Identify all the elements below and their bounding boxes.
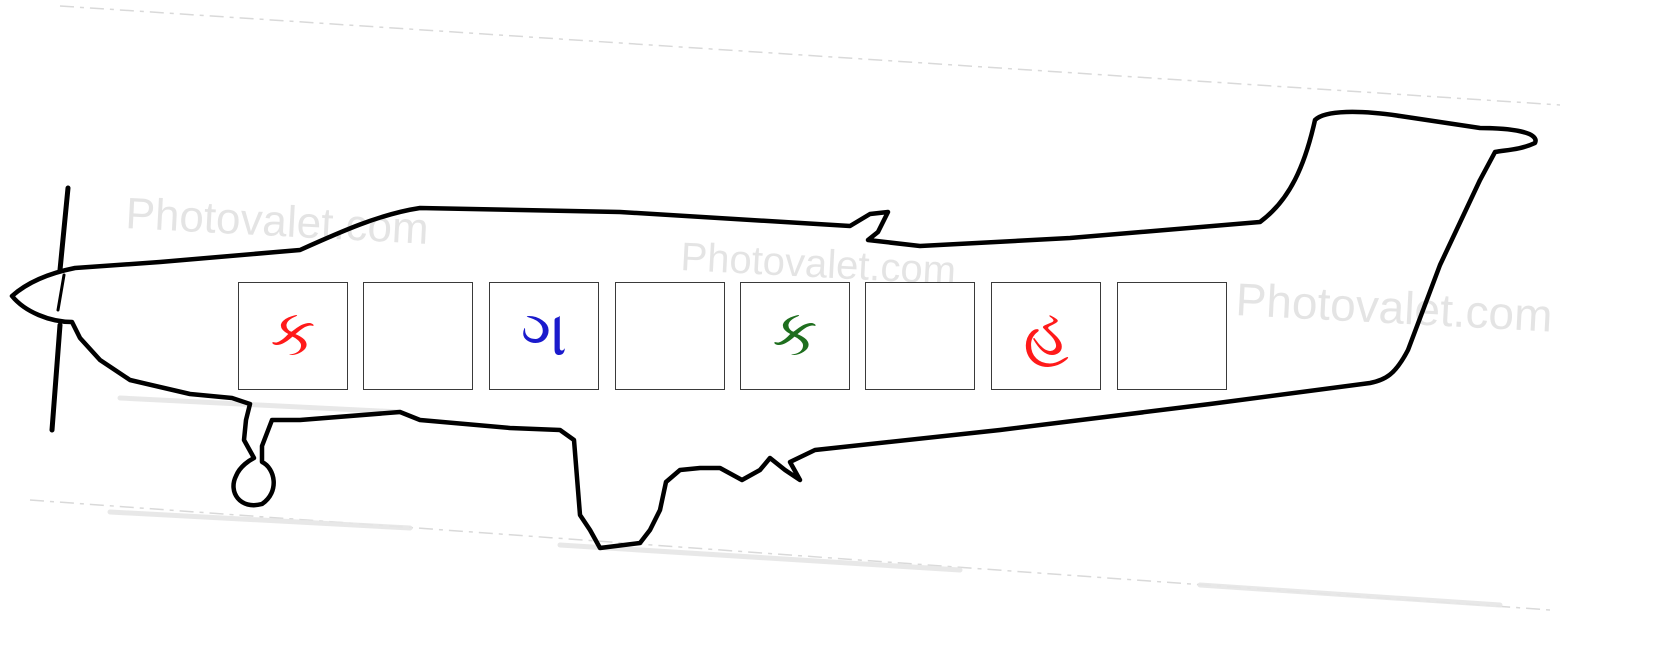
slot-letter: ક	[772, 302, 817, 366]
answer-slot-2[interactable]	[363, 282, 473, 390]
answer-slot-3[interactable]: ગ	[489, 282, 599, 390]
answer-slot-6[interactable]	[865, 282, 975, 390]
watermark-fine-print	[110, 398, 1500, 605]
watermark-text: Photovalet.com	[124, 189, 429, 254]
answer-slot-5[interactable]: ક	[740, 282, 850, 390]
answer-slot-7[interactable]: હ	[991, 282, 1101, 390]
slot-letter: ક	[270, 302, 315, 366]
answer-slot-1[interactable]: ક	[238, 282, 348, 390]
slot-letter: હ	[1023, 302, 1069, 366]
answer-slot-8[interactable]	[1117, 282, 1227, 390]
watermark-text: Photovalet.com	[1234, 273, 1553, 342]
answer-slot-4[interactable]	[615, 282, 725, 390]
slot-letter: ગ	[521, 302, 568, 366]
